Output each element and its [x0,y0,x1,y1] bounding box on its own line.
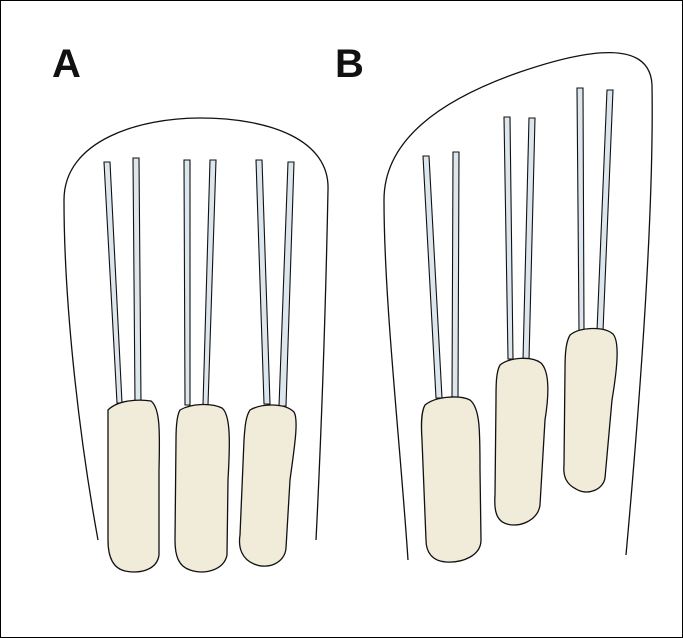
panel-b-unit-3-tube-right [597,90,613,331]
panel-a-unit-2-body [175,404,229,571]
panel-a-unit-3 [240,160,297,566]
panel-b-unit-3-tube-left [577,88,584,330]
panel-a-unit-2-tube-left [184,160,190,405]
panel-b-unit-2-tube-left [504,117,513,359]
panel-a-unit-3-tube-left [256,160,270,404]
panel-b [384,53,652,563]
panel-a-unit-2 [175,160,229,572]
panel-b-unit-1-tube-left [423,156,442,398]
panel-a-unit-3-body [240,405,297,566]
panel-a-unit-3-tube-right [279,162,294,406]
panel-b-unit-2-tube-right [523,118,535,360]
panel-a [64,118,328,572]
panel-b-unit-1-tube-right [452,152,459,398]
panel-b-unit-1-body [421,397,481,562]
panel-a-unit-2-tube-right [203,160,216,405]
panel-a-unit-1 [104,158,159,572]
panel-a-unit-1-tube-right [133,158,141,403]
panel-b-unit-2-body [495,358,548,525]
panel-a-unit-1-tube-left [104,162,122,403]
panel-b-unit-2 [495,117,548,525]
panel-b-unit-3-body [564,328,617,492]
panel-b-unit-3 [564,88,617,492]
panel-b-unit-1 [421,152,481,562]
panel-a-unit-1-body [108,400,159,572]
